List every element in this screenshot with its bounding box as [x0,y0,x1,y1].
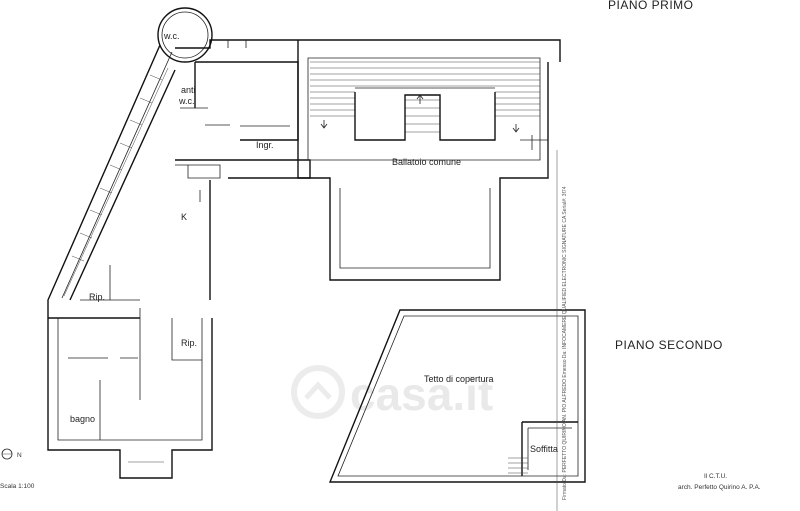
digital-signature: Firmato Da: PERFETTO QUIRINO AN. PIO ALF… [562,186,568,500]
wc-tower-wall [157,7,213,63]
room-label-ballatoio: Ballatoio comune [392,157,461,167]
apartment-walls [47,7,561,479]
soffitta-walls [521,421,578,476]
roof-plan [328,309,586,483]
architect-label: arch. Perfetto Quirino A. P.A. [678,484,761,491]
watermark-text: casa.it [350,368,493,420]
room-label-rip-2: Rip. [181,338,197,348]
ctu-label: Il C.T.U. [704,473,727,480]
room-label-bagno: bagno [70,414,95,424]
watermark: casa.it [291,365,493,420]
scale-label: Scala 1:100 [0,483,35,490]
room-label-tetto: Tetto di copertura [424,374,494,384]
room-label-ingr: Ingr. [256,140,274,150]
roof-outline [328,309,586,483]
stair-treads [310,61,540,133]
room-label-soffitta: Soffitta [530,444,558,454]
title-piano-primo: PIANO PRIMO [608,0,694,12]
soffitta-stair [508,457,528,474]
room-label-anti-wc: w.c. [178,96,195,106]
north-arrow: N [1,448,22,460]
stairwell [297,40,549,281]
title-piano-secondo: PIANO SECONDO [615,338,723,352]
room-label-kitchen: K [181,212,187,222]
room-label-anti: anti [181,85,196,95]
slanted-wall-outer [47,44,161,318]
room-label-rip-1: Rip. [89,292,105,302]
room-label-wc: w.c. [163,31,180,41]
north-label: N [17,452,22,459]
slanted-wall-hatch [71,74,163,262]
